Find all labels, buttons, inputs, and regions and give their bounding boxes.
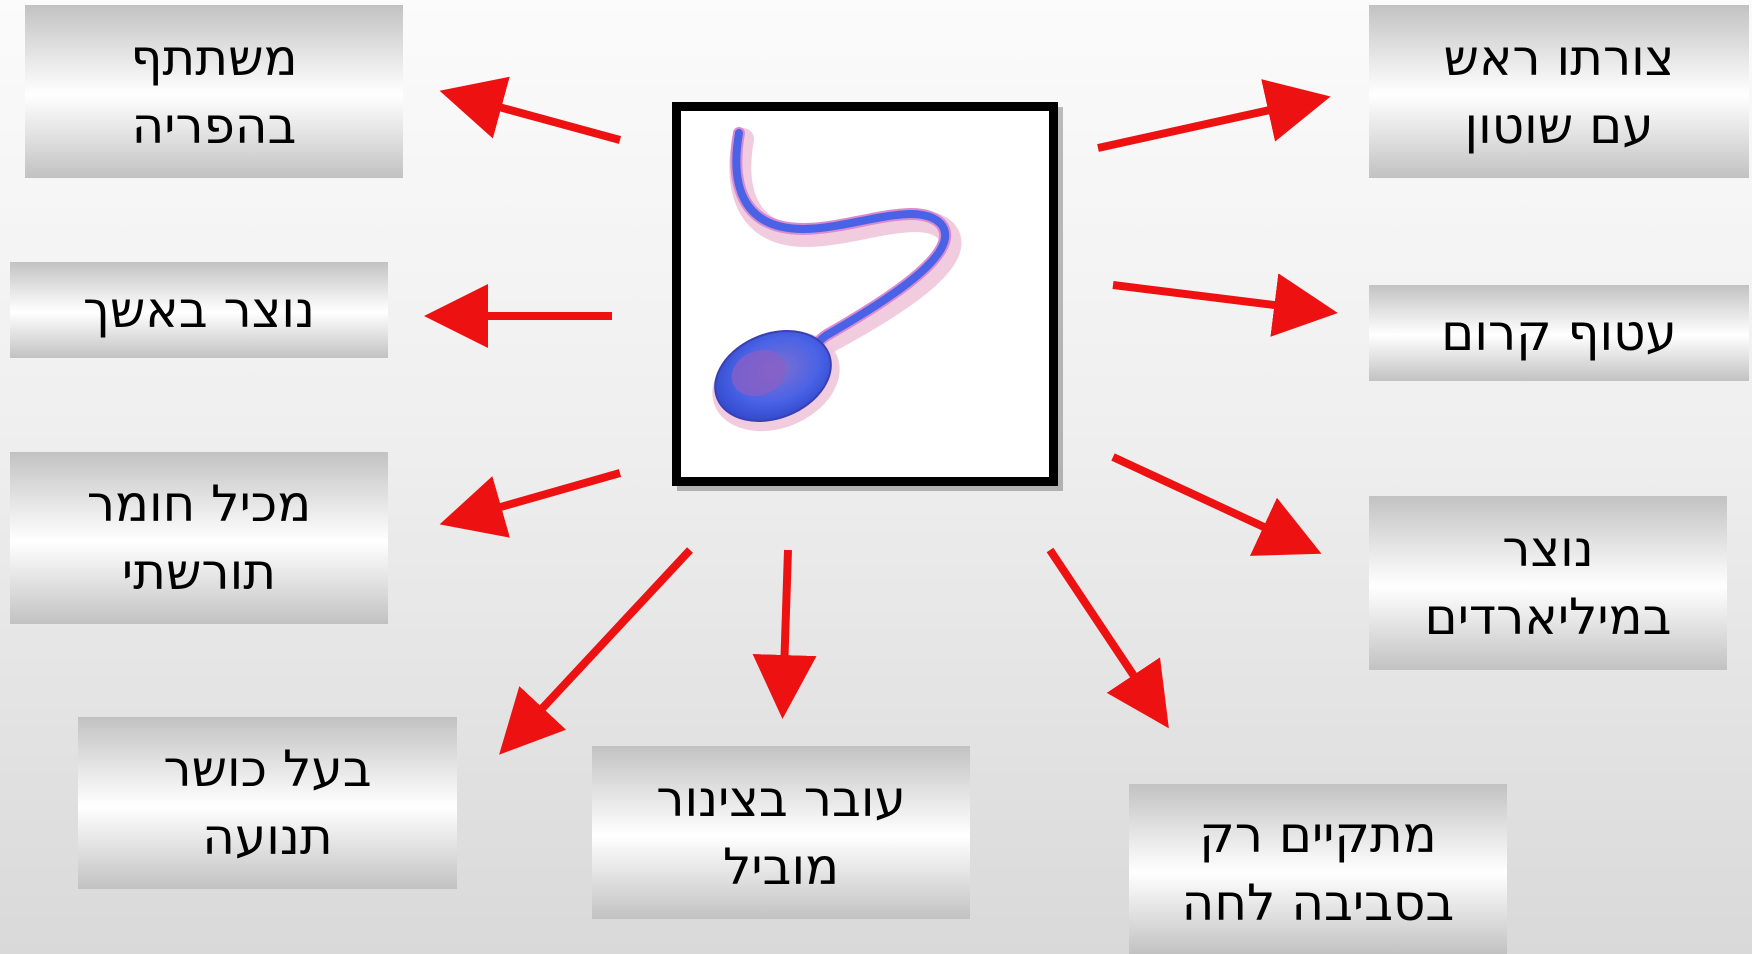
sperm-cell-icon <box>681 111 1049 477</box>
label-capable-of-movement: בעל כושר תנועה <box>163 735 371 871</box>
label-box-bottom-right: מתקיים רק בסביבה לחה <box>1129 784 1507 954</box>
label-box-top-left: משתתף בהפריה <box>25 5 403 178</box>
arrow-bottom-right <box>1050 550 1160 715</box>
label-box-lower-left: מכיל חומר תורשתי <box>10 452 388 624</box>
center-image-frame <box>672 102 1058 486</box>
label-box-bottom-center: עובר בצינור מוביל <box>592 746 970 919</box>
label-box-lower-right: נוצר במיליארדים <box>1369 496 1727 670</box>
label-participates-in-fertilization: משתתף בהפריה <box>130 24 297 160</box>
label-exists-only-in-moist-environment: מתקיים רק בסביבה לחה <box>1182 801 1455 937</box>
arrow-lower-left <box>455 473 620 520</box>
arrow-lower-right <box>1113 457 1307 547</box>
label-produced-in-testis: נוצר באשך <box>83 276 315 344</box>
arrow-top-left <box>455 95 620 140</box>
label-head-and-tail-shape: צורתו ראש עם שוטון <box>1444 24 1675 160</box>
arrow-top-right <box>1098 100 1315 148</box>
label-surrounded-by-membrane: עטוף קרום <box>1441 299 1677 367</box>
label-box-top-right: צורתו ראש עם שוטון <box>1369 5 1749 178</box>
label-passes-through-duct: עובר בצינור מוביל <box>656 765 906 901</box>
arrow-bottom-center <box>783 550 788 703</box>
label-contains-genetic-material: מכיל חומר תורשתי <box>87 470 311 606</box>
arrow-mid-right <box>1113 285 1322 311</box>
label-box-mid-left: נוצר באשך <box>10 262 388 358</box>
label-produced-in-billions: נוצר במיליארדים <box>1425 515 1672 651</box>
label-box-mid-right: עטוף קרום <box>1369 285 1749 381</box>
label-box-bottom-left: בעל כושר תנועה <box>78 717 457 889</box>
arrow-bottom-left <box>510 550 690 743</box>
